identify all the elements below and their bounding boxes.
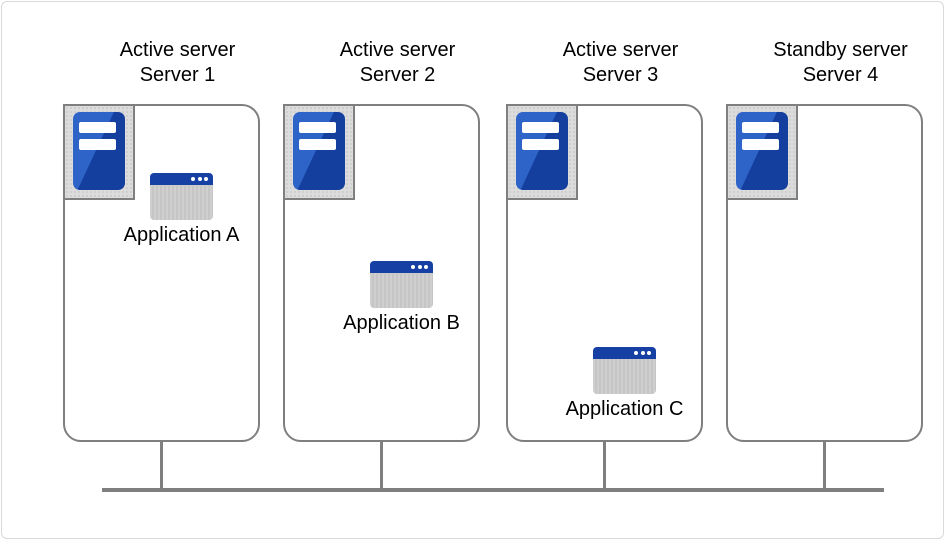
server-tower-body [293, 112, 345, 190]
server-role-label: Active server [119, 39, 236, 61]
server-box [726, 104, 923, 442]
network-bus-line [102, 488, 884, 492]
server-drive-bay [522, 139, 560, 150]
application-label: Application C [565, 398, 684, 420]
server-box: Application C [506, 104, 703, 442]
server-drive-bay [299, 122, 337, 133]
server-tower-icon [726, 104, 798, 200]
server-drive-bay [742, 122, 780, 133]
application-block: Application C [528, 347, 721, 421]
window-dot-icon [191, 177, 195, 181]
window-dot-icon [647, 351, 651, 355]
server-box: Application B [283, 104, 480, 442]
server-column-3: Active server Server 3 [506, 0, 703, 544]
app-window-titlebar [593, 347, 656, 359]
server-name-label: Server 3 [582, 64, 659, 86]
application-label: Application A [123, 224, 240, 246]
window-dot-icon [424, 265, 428, 269]
server-drive-bay [522, 122, 560, 133]
window-dot-icon [640, 351, 645, 355]
application-label: Application B [343, 312, 460, 334]
server-role-label: Active server [339, 39, 456, 61]
server-drive-bay [742, 139, 780, 150]
server-title: Active server Server 2 [299, 38, 496, 88]
app-window-buttons [191, 177, 208, 181]
connector-line [160, 440, 163, 490]
application-block: Application B [305, 261, 498, 335]
server-tower-body [736, 112, 788, 190]
window-dot-icon [197, 177, 202, 181]
server-role-label: Active server [562, 39, 679, 61]
app-window-icon [370, 261, 433, 308]
application-block: Application A [85, 173, 278, 247]
server-drive-bay [79, 122, 117, 133]
window-dot-icon [417, 265, 422, 269]
server-role-label: Standby server [773, 39, 908, 61]
app-window-icon [593, 347, 656, 394]
window-dot-icon [634, 351, 638, 355]
window-dot-icon [411, 265, 415, 269]
app-window-buttons [634, 351, 651, 355]
server-name-label: Server 2 [359, 64, 436, 86]
server-tower-icon [283, 104, 355, 200]
server-title: Standby server Server 4 [742, 38, 939, 88]
server-name-label: Server 4 [802, 64, 879, 86]
server-tower-body [73, 112, 125, 190]
app-window-body [593, 359, 656, 394]
app-window-titlebar [370, 261, 433, 273]
app-window-icon [150, 173, 213, 220]
window-dot-icon [204, 177, 208, 181]
app-window-titlebar [150, 173, 213, 185]
server-drive-bay [79, 139, 117, 150]
server-column-4: Standby server Server 4 [726, 0, 923, 544]
connector-line [823, 440, 826, 490]
server-name-label: Server 1 [139, 64, 216, 86]
server-drive-bay [299, 139, 337, 150]
server-title: Active server Server 3 [522, 38, 719, 88]
server-tower-body [516, 112, 568, 190]
server-column-2: Active server Server 2 [283, 0, 480, 544]
server-column-1: Active server Server 1 [63, 0, 260, 544]
app-window-body [150, 185, 213, 220]
connector-line [603, 440, 606, 490]
app-window-buttons [411, 265, 428, 269]
server-box: Application A [63, 104, 260, 442]
server-tower-icon [506, 104, 578, 200]
connector-line [380, 440, 383, 490]
server-tower-icon [63, 104, 135, 200]
app-window-body [370, 273, 433, 308]
server-title: Active server Server 1 [79, 38, 276, 88]
